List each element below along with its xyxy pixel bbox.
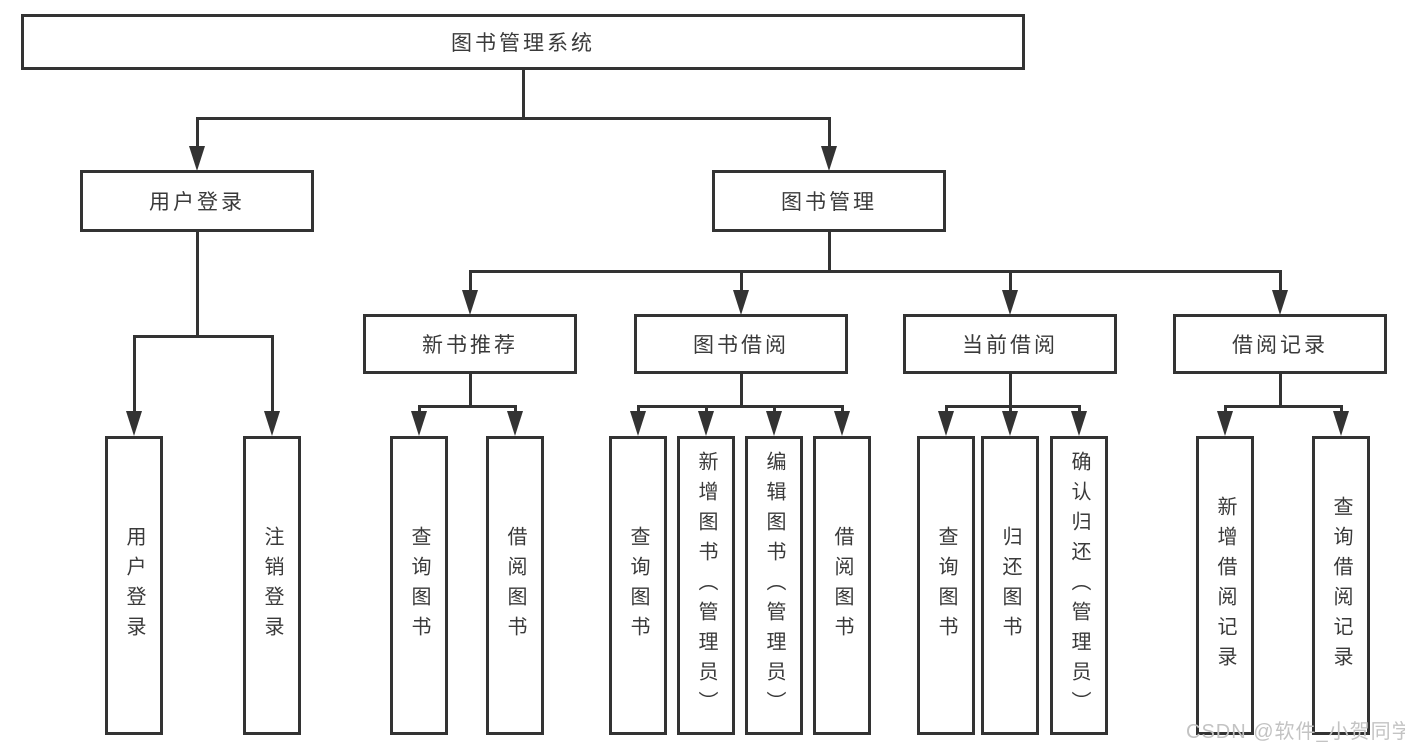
connector-line [196, 230, 199, 336]
connector-line [740, 372, 743, 407]
connector-line [133, 335, 136, 413]
connector-line [418, 405, 517, 408]
leaf-logout-label: 注销登录 [261, 525, 283, 646]
connector-line [1009, 405, 1012, 413]
leaf-bb-query-books-label: 查询图书 [627, 525, 649, 646]
node-user-login-label: 用户登录 [149, 191, 245, 214]
arrow-down-icon [733, 290, 749, 315]
node-borrow-records: 借阅记录 [1173, 314, 1387, 374]
connector-line [740, 270, 743, 292]
connector-line [1009, 270, 1012, 292]
csdn-watermark: CSDN @软件_小贺同学 [1186, 721, 1405, 743]
leaf-cb-query-books: 查询图书 [917, 436, 975, 735]
connector-line [469, 270, 1282, 273]
node-current-borrow-label: 当前借阅 [962, 334, 1058, 357]
node-new-book-recommend-label: 新书推荐 [422, 334, 518, 357]
connector-line [945, 405, 1081, 408]
arrow-down-icon [1002, 411, 1018, 436]
arrow-down-icon [630, 411, 646, 436]
connector-line [1279, 270, 1282, 292]
leaf-cb-return-books: 归还图书 [981, 436, 1039, 735]
arrow-down-icon [1002, 290, 1018, 315]
leaf-cb-query-books-label: 查询图书 [935, 525, 957, 646]
leaf-bb-add-books-admin: 新增图书（管理员） [677, 436, 735, 735]
leaf-user-login-label: 用户登录 [123, 525, 145, 646]
leaf-bb-edit-books-admin-label: 编辑图书（管理员） [763, 450, 785, 721]
leaf-bb-edit-books-admin: 编辑图书（管理员） [745, 436, 803, 735]
connector-line [828, 230, 831, 272]
arrow-down-icon [834, 411, 850, 436]
node-root: 图书管理系统 [21, 14, 1025, 70]
arrow-down-icon [126, 411, 142, 436]
arrow-down-icon [821, 146, 837, 171]
node-book-borrow: 图书借阅 [634, 314, 848, 374]
leaf-br-query-record-label: 查询借阅记录 [1330, 495, 1352, 676]
connector-line [1224, 405, 1227, 413]
node-new-book-recommend: 新书推荐 [363, 314, 577, 374]
leaf-cb-return-books-label: 归还图书 [999, 525, 1021, 646]
connector-line [469, 270, 472, 292]
node-root-label: 图书管理系统 [451, 32, 595, 55]
node-current-borrow: 当前借阅 [903, 314, 1117, 374]
arrow-down-icon [1272, 290, 1288, 315]
leaf-logout: 注销登录 [243, 436, 301, 735]
connector-line [522, 68, 525, 117]
arrow-down-icon [766, 411, 782, 436]
arrow-down-icon [1217, 411, 1233, 436]
arrow-down-icon [411, 411, 427, 436]
connector-line [945, 405, 948, 413]
arrow-down-icon [462, 290, 478, 315]
connector-line [133, 335, 274, 338]
connector-line [637, 405, 640, 413]
node-book-management: 图书管理 [712, 170, 946, 232]
leaf-bb-borrow-books: 借阅图书 [813, 436, 871, 735]
node-user-login: 用户登录 [80, 170, 314, 232]
leaf-nb-query-books: 查询图书 [390, 436, 448, 735]
arrow-down-icon [507, 411, 523, 436]
leaf-cb-confirm-return-admin: 确认归还（管理员） [1050, 436, 1108, 735]
leaf-br-query-record: 查询借阅记录 [1312, 436, 1370, 735]
connector-line [271, 335, 274, 413]
leaf-bb-borrow-books-label: 借阅图书 [831, 525, 853, 646]
connector-line [637, 405, 844, 408]
leaf-br-add-record-label: 新增借阅记录 [1214, 495, 1236, 676]
connector-line [196, 117, 199, 147]
leaf-cb-confirm-return-admin-label: 确认归还（管理员） [1068, 450, 1090, 721]
arrow-down-icon [698, 411, 714, 436]
connector-line [1009, 372, 1012, 407]
arrow-down-icon [938, 411, 954, 436]
connector-line [469, 372, 472, 407]
connector-line [841, 405, 844, 413]
connector-line [1279, 372, 1282, 407]
connector-line [705, 405, 708, 413]
leaf-user-login: 用户登录 [105, 436, 163, 735]
node-book-management-label: 图书管理 [781, 191, 877, 214]
connector-line [1224, 405, 1343, 408]
connector-line [1078, 405, 1081, 413]
arrow-down-icon [1333, 411, 1349, 436]
leaf-bb-add-books-admin-label: 新增图书（管理员） [695, 450, 717, 721]
arrow-down-icon [1071, 411, 1087, 436]
arrow-down-icon [264, 411, 280, 436]
leaf-nb-query-books-label: 查询图书 [408, 525, 430, 646]
connector-line [418, 405, 421, 413]
arrow-down-icon [189, 146, 205, 171]
connector-line [514, 405, 517, 413]
node-book-borrow-label: 图书借阅 [693, 334, 789, 357]
leaf-nb-borrow-books: 借阅图书 [486, 436, 544, 735]
connector-line [828, 117, 831, 147]
leaf-bb-query-books: 查询图书 [609, 436, 667, 735]
connector-line [1340, 405, 1343, 413]
connector-line [196, 117, 831, 120]
leaf-br-add-record: 新增借阅记录 [1196, 436, 1254, 735]
node-borrow-records-label: 借阅记录 [1232, 334, 1328, 357]
connector-line [773, 405, 776, 413]
leaf-nb-borrow-books-label: 借阅图书 [504, 525, 526, 646]
